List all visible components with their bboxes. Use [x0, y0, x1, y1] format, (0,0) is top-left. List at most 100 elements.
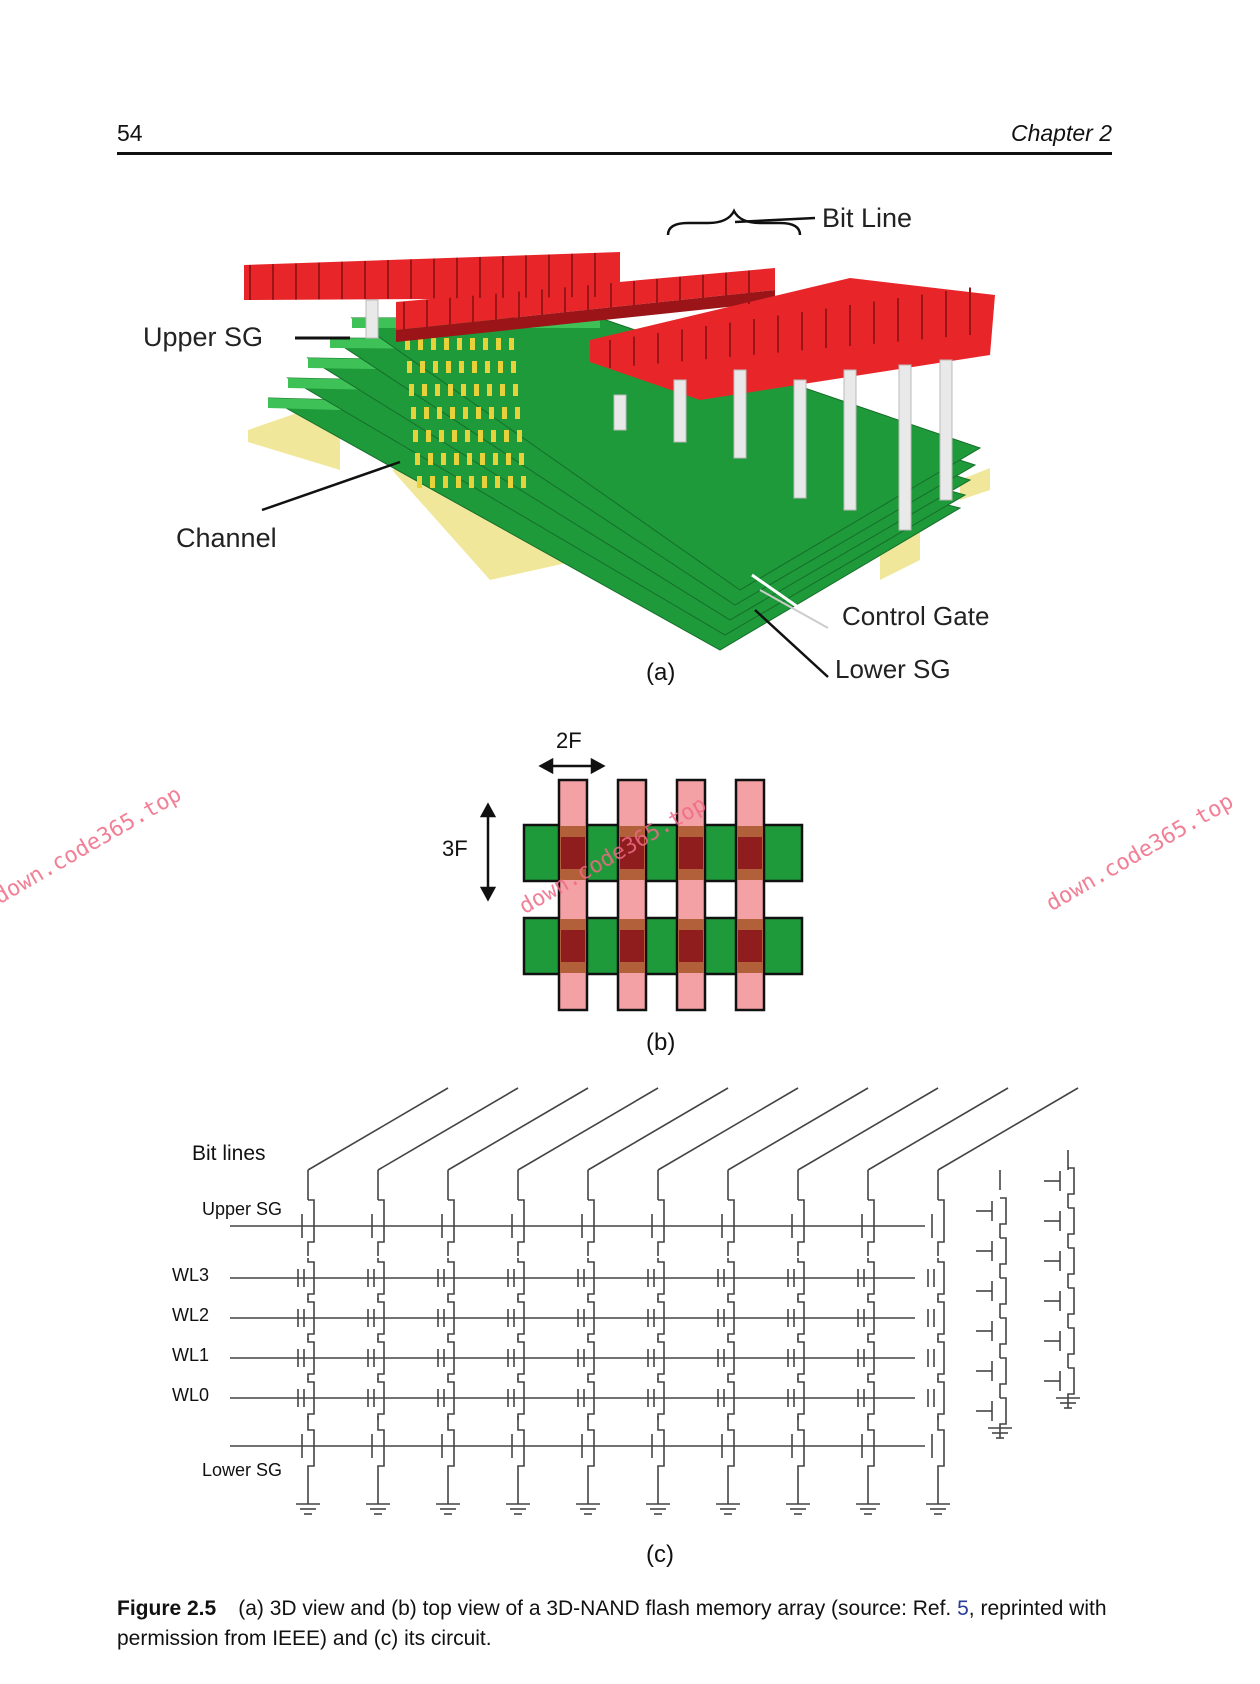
figure-b-top-view: 2F 3F (b) — [0, 720, 1260, 1060]
cell-transistor — [657, 1378, 665, 1420]
channel-pillar — [422, 384, 427, 396]
channel-pillar — [506, 453, 511, 465]
channel-pillar — [428, 453, 433, 465]
top-view-grid — [522, 778, 804, 1012]
bit-line-diagonal — [517, 1087, 659, 1171]
bit-line-diagonal — [867, 1087, 1009, 1171]
dimension-arrows — [479, 757, 606, 902]
cell-transistor — [587, 1258, 595, 1300]
channel-label: Channel — [176, 523, 277, 553]
dimension-3f-label: 3F — [442, 836, 468, 861]
cell-transistor — [307, 1258, 315, 1300]
bit-line-diagonal — [307, 1087, 449, 1171]
channel-pillar — [431, 338, 436, 350]
channel-pillar — [495, 476, 500, 488]
channel-pillar — [457, 338, 462, 350]
channel-pillar — [513, 384, 518, 396]
channel-pillar — [450, 407, 455, 419]
cell-transistor — [517, 1258, 525, 1300]
bit-line-strip — [734, 778, 766, 1012]
cell-transistor — [867, 1338, 875, 1380]
string-wire — [797, 1199, 805, 1256]
pillar — [613, 394, 627, 431]
channel-pillar — [472, 361, 477, 373]
caption-text-end: , reprinted with permission from IEEE) a… — [117, 1597, 1107, 1650]
cell-transistor — [377, 1258, 385, 1300]
channel-pillar — [411, 407, 416, 419]
cell-core — [679, 930, 703, 962]
cell-core — [561, 930, 585, 962]
back-cell — [1067, 1247, 1075, 1288]
lower-sg-circuit-label: Lower SG — [202, 1460, 282, 1480]
back-cell — [1067, 1167, 1075, 1208]
lower-sg-label: Lower SG — [835, 654, 951, 684]
channel-pillar — [474, 384, 479, 396]
cell-transistor — [797, 1378, 805, 1420]
pillar — [939, 359, 953, 501]
bit-line-block-right — [590, 278, 995, 400]
cell-core — [679, 837, 703, 869]
cell-core — [738, 930, 762, 962]
string-wire — [377, 1199, 385, 1256]
figure-c-sublabel: (c) — [646, 1541, 674, 1568]
figure-caption: Figure 2.5(a) 3D view and (b) top view o… — [117, 1594, 1117, 1654]
back-cell — [1067, 1367, 1075, 1408]
reference-link[interactable]: 5 — [957, 1597, 969, 1620]
bit-line-diagonal — [797, 1087, 939, 1171]
bit-line-diagonal — [447, 1087, 589, 1171]
string-wire — [377, 1416, 385, 1504]
figure-a-sublabel: (a) — [646, 659, 675, 686]
channel-pillar — [485, 361, 490, 373]
bit-lines-label: Bit lines — [192, 1142, 266, 1165]
channel-pillar — [493, 453, 498, 465]
channel-pillar — [435, 384, 440, 396]
bit-line-strip — [616, 778, 648, 1012]
back-cell — [999, 1317, 1007, 1358]
pillar-array — [365, 299, 953, 531]
string-wire — [657, 1199, 665, 1256]
cell-transistor — [517, 1298, 525, 1340]
channel-pillar — [413, 430, 418, 442]
page-number: 54 — [117, 120, 143, 146]
channel-pillar — [515, 407, 520, 419]
channel-pillar — [454, 453, 459, 465]
substrate-block — [248, 412, 340, 470]
cell-transistor — [307, 1378, 315, 1420]
channel-pillar — [452, 430, 457, 442]
cell-core — [620, 930, 644, 962]
back-cell — [999, 1237, 1007, 1278]
string-wire — [867, 1416, 875, 1504]
channel-pillar — [459, 361, 464, 373]
channel-pillar — [478, 430, 483, 442]
pillar — [733, 369, 747, 459]
channel-pillar — [448, 384, 453, 396]
cell-transistor — [517, 1338, 525, 1380]
bit-line-diagonal — [587, 1087, 729, 1171]
back-cell — [999, 1197, 1007, 1238]
channel-pillar — [519, 453, 524, 465]
cell-transistor — [727, 1298, 735, 1340]
channel-pillar — [489, 407, 494, 419]
cell-transistor — [727, 1338, 735, 1380]
back-cell — [1067, 1287, 1075, 1328]
channel-pillar — [418, 338, 423, 350]
channel-pillar — [417, 476, 422, 488]
pillar — [673, 379, 687, 443]
cell-transistor — [797, 1258, 805, 1300]
bit-line-diagonal — [937, 1087, 1079, 1171]
bit-line-label: Bit Line — [822, 203, 912, 233]
string-wire — [517, 1416, 525, 1504]
channel-pillar — [467, 453, 472, 465]
channel-pillar — [443, 476, 448, 488]
channel-pillar — [465, 430, 470, 442]
cell-transistor — [587, 1338, 595, 1380]
channel-pillar — [415, 453, 420, 465]
cell-transistor — [727, 1258, 735, 1300]
pillar — [365, 299, 379, 339]
channel-pillar — [498, 361, 503, 373]
channel-pillar — [502, 407, 507, 419]
cell-transistor — [937, 1378, 945, 1420]
header-rule — [117, 152, 1112, 155]
circuit-schematic — [230, 1087, 1080, 1515]
channel-pillar — [409, 384, 414, 396]
